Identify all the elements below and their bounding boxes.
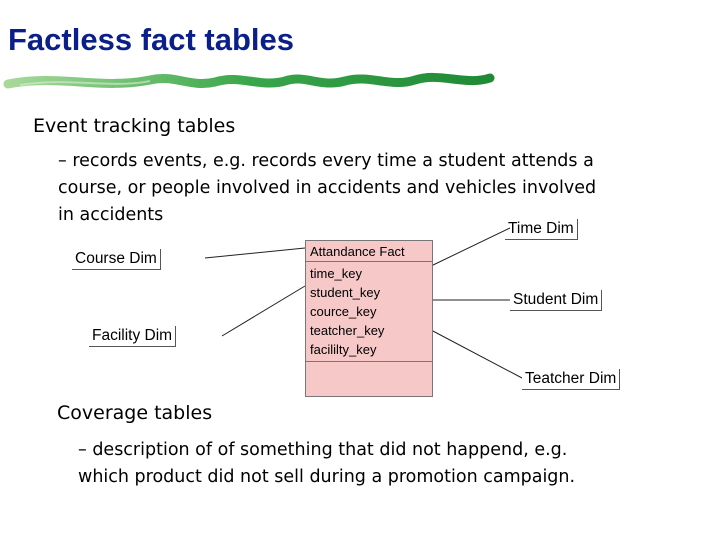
text-line: – description of of something that did n… bbox=[78, 440, 568, 460]
facility-dim-table: Facility Dim bbox=[89, 326, 177, 347]
fact-field: cource_key bbox=[310, 304, 377, 319]
connector-facility-fact bbox=[221, 285, 306, 337]
slide-title: Factless fact tables bbox=[8, 22, 295, 57]
fact-field: time_key bbox=[310, 266, 363, 281]
fact-table-fields: time_key student_key cource_key teatcher… bbox=[306, 262, 432, 361]
text-line: in accidents bbox=[58, 205, 164, 225]
fact-field: teatcher_key bbox=[310, 323, 385, 338]
text-line: which product did not sell during a prom… bbox=[78, 467, 576, 487]
decorative-wave-divider bbox=[3, 72, 495, 89]
event-tracking-description: – records events, e.g. records every tim… bbox=[58, 148, 596, 229]
attendance-fact-table: Attandance Fact time_key student_key cou… bbox=[305, 240, 433, 397]
fact-field: facililty_key bbox=[310, 342, 377, 357]
connector-time-fact bbox=[430, 227, 511, 267]
student-dim-table: Student Dim bbox=[510, 290, 603, 311]
fact-table-empty-section bbox=[306, 361, 432, 396]
course-dim-table: Course Dim bbox=[72, 249, 161, 270]
fact-table-name: Attandance Fact bbox=[306, 241, 432, 262]
section-heading-event-tracking: Event tracking tables bbox=[33, 115, 236, 137]
fact-field: student_key bbox=[310, 285, 381, 300]
time-dim-table: Time Dim bbox=[505, 219, 578, 240]
section-heading-coverage: Coverage tables bbox=[57, 402, 213, 424]
coverage-description: – description of of something that did n… bbox=[78, 437, 575, 491]
teacher-dim-table: Teatcher Dim bbox=[522, 369, 621, 390]
connector-teacher-fact bbox=[430, 329, 523, 379]
text-line: course, or people involved in accidents … bbox=[58, 178, 597, 198]
connector-course-fact bbox=[204, 247, 306, 259]
text-line: – records events, e.g. records every tim… bbox=[58, 151, 594, 171]
